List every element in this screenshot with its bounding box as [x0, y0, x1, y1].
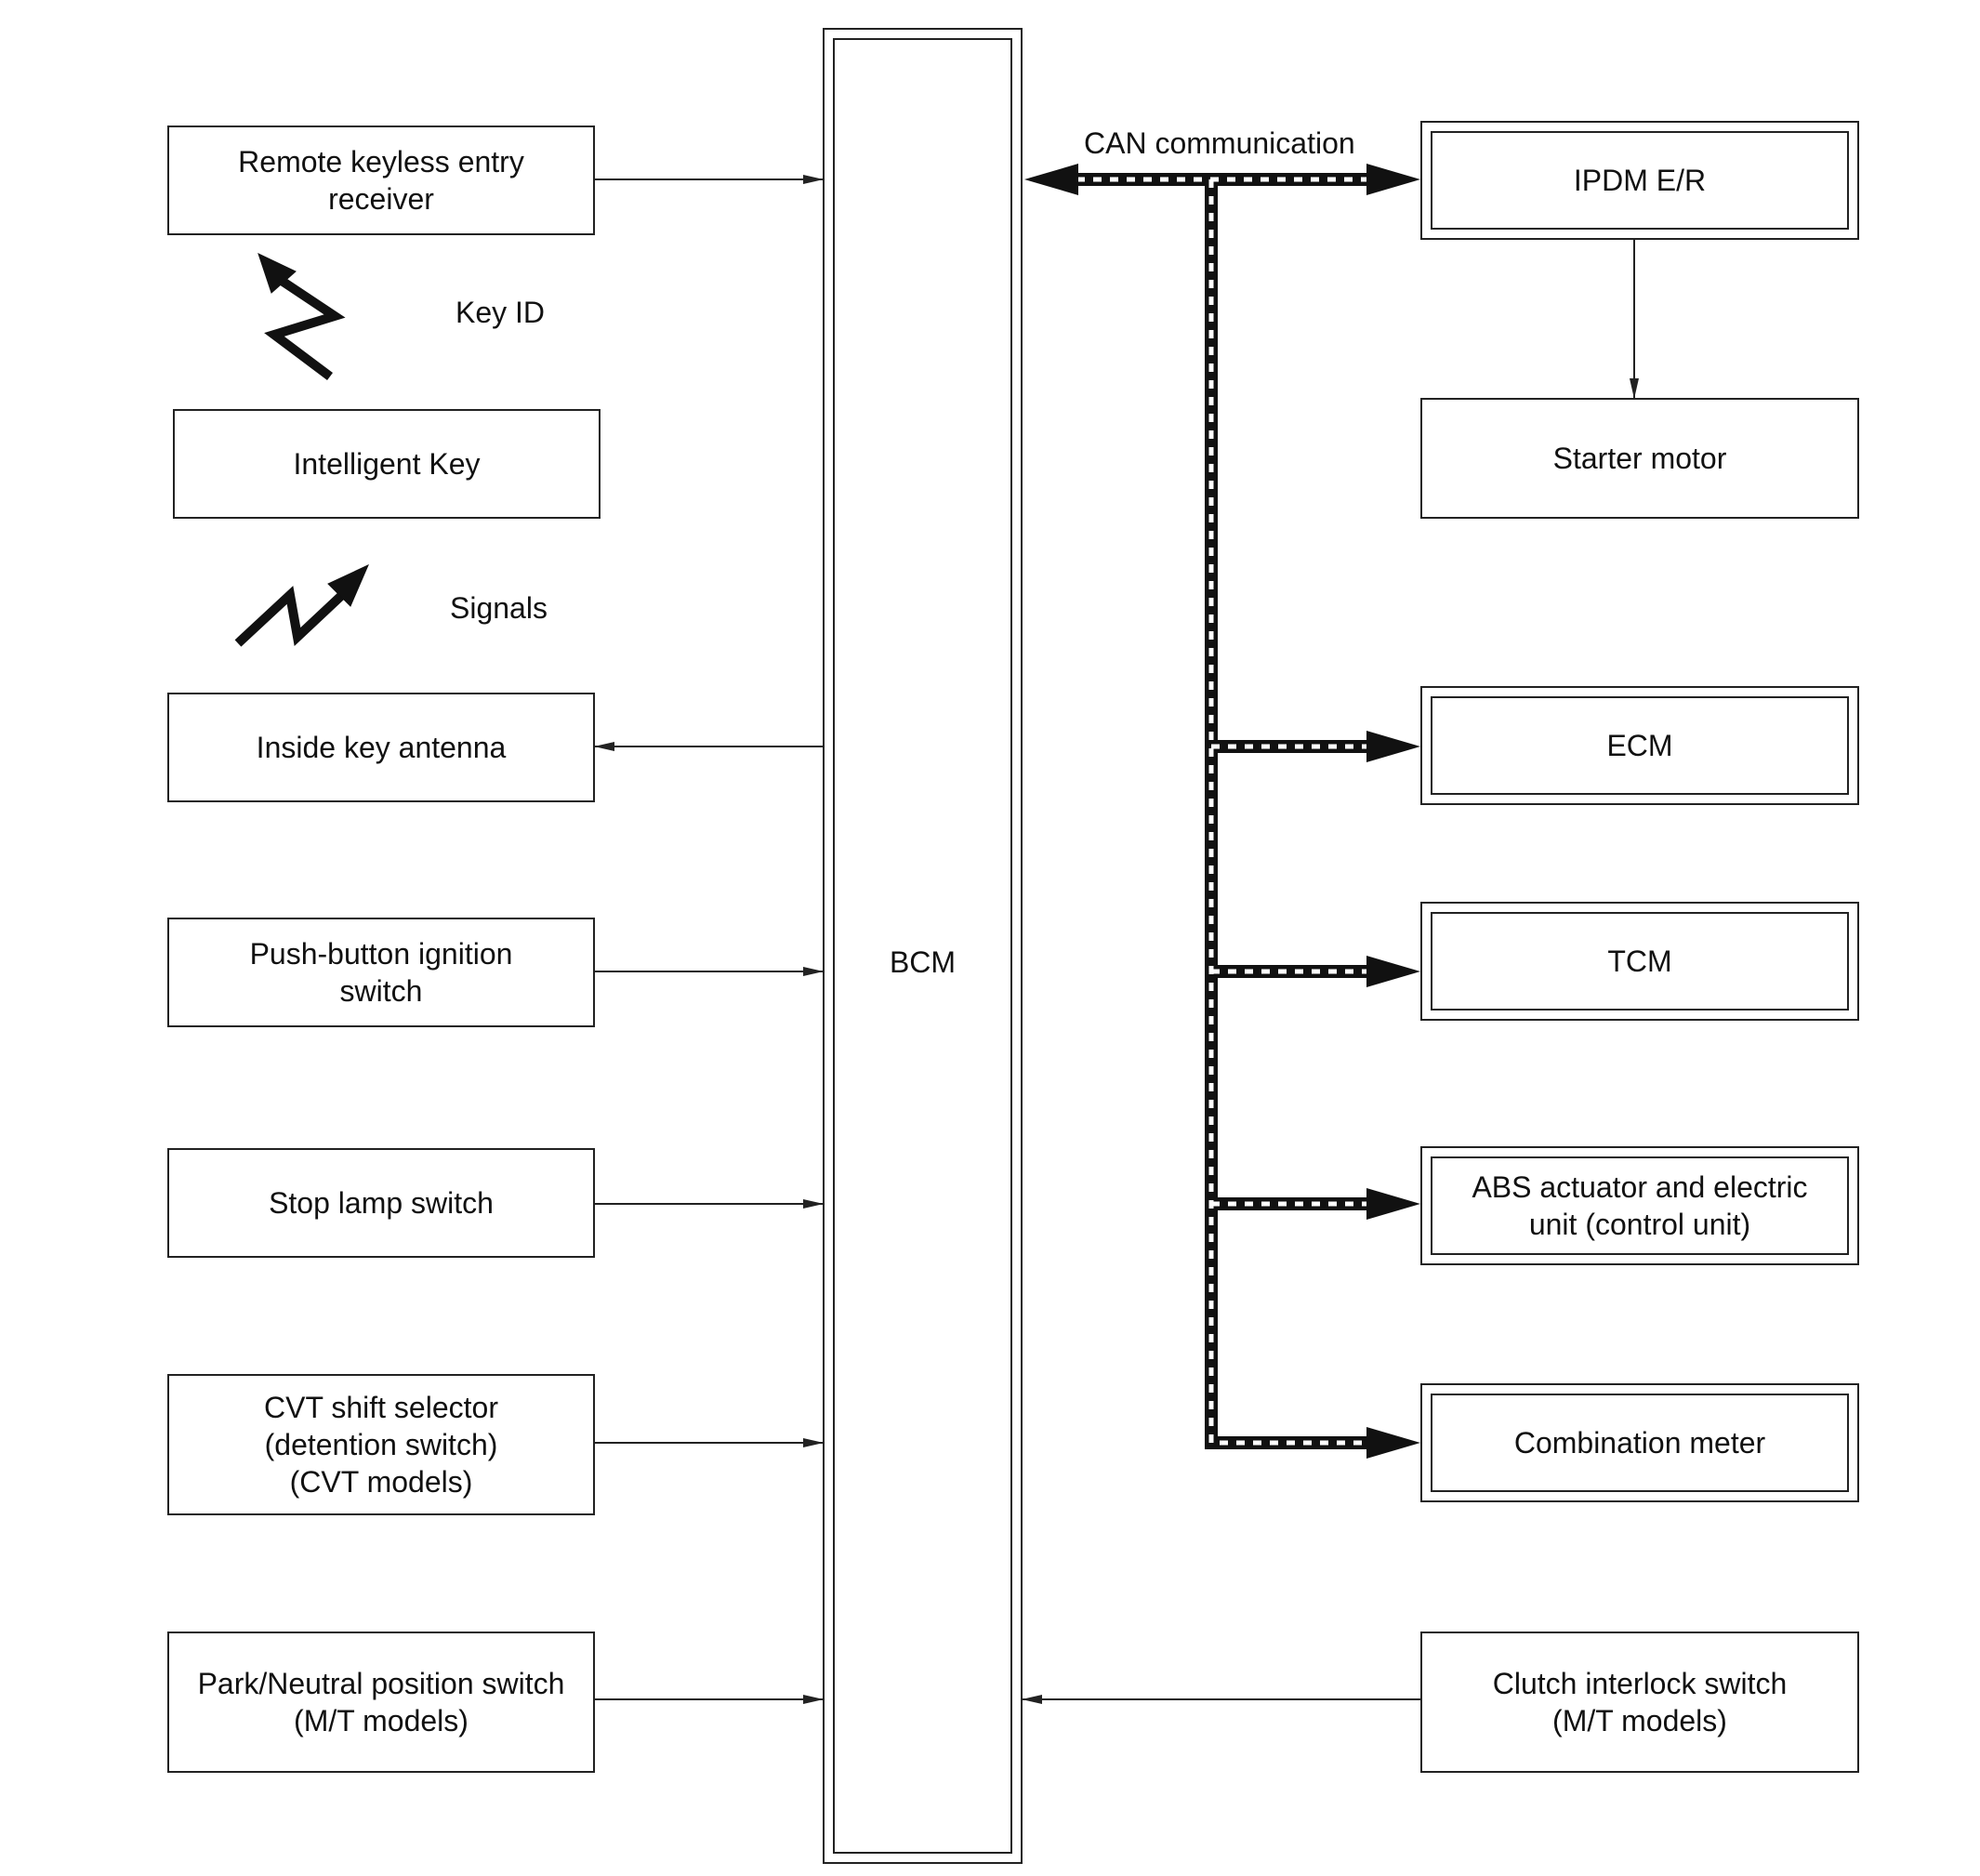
lightning-signal-icon — [234, 563, 369, 647]
tcm-box: TCM — [1420, 902, 1859, 1021]
can-communication-label: CAN communication — [1084, 126, 1355, 160]
can-arrow-ecm — [1366, 731, 1420, 762]
stop-lamp-switch-box: Stop lamp switch — [167, 1148, 595, 1258]
remote-keyless-entry-receiver-box: Remote keyless entry receiver — [167, 126, 595, 235]
bcm-box: BCM — [823, 28, 1023, 1864]
can-arrow-ipdm — [1366, 164, 1420, 195]
clutch-interlock-switch-box: Clutch interlock switch (M/T models) — [1420, 1632, 1859, 1773]
abs-actuator-box: ABS actuator and electric unit (control … — [1420, 1146, 1859, 1265]
key-id-label: Key ID — [455, 296, 546, 329]
can-arrow-abs — [1366, 1188, 1420, 1220]
intelligent-key-box: Intelligent Key — [173, 409, 601, 519]
bcm-label: BCM — [889, 945, 957, 979]
push-button-ignition-switch-box: Push-button ignition switch — [167, 918, 595, 1027]
inside-key-antenna-box: Inside key antenna — [167, 693, 595, 802]
lightning-signal-icon — [257, 253, 346, 380]
can-arrow-meter — [1366, 1427, 1420, 1459]
ecm-box: ECM — [1420, 686, 1859, 805]
can-arrow-left — [1024, 164, 1078, 195]
starter-motor-box: Starter motor — [1420, 398, 1859, 519]
can-arrowheads — [1024, 164, 1420, 1459]
can-arrow-tcm — [1366, 956, 1420, 987]
combination-meter-box: Combination meter — [1420, 1383, 1859, 1502]
ipdm-er-box: IPDM E/R — [1420, 121, 1859, 240]
cvt-shift-selector-box: CVT shift selector (detention switch) (C… — [167, 1374, 595, 1515]
can-bus — [1076, 173, 1374, 1449]
signals-label: Signals — [450, 591, 548, 625]
park-neutral-position-switch-box: Park/Neutral position switch (M/T models… — [167, 1632, 595, 1773]
